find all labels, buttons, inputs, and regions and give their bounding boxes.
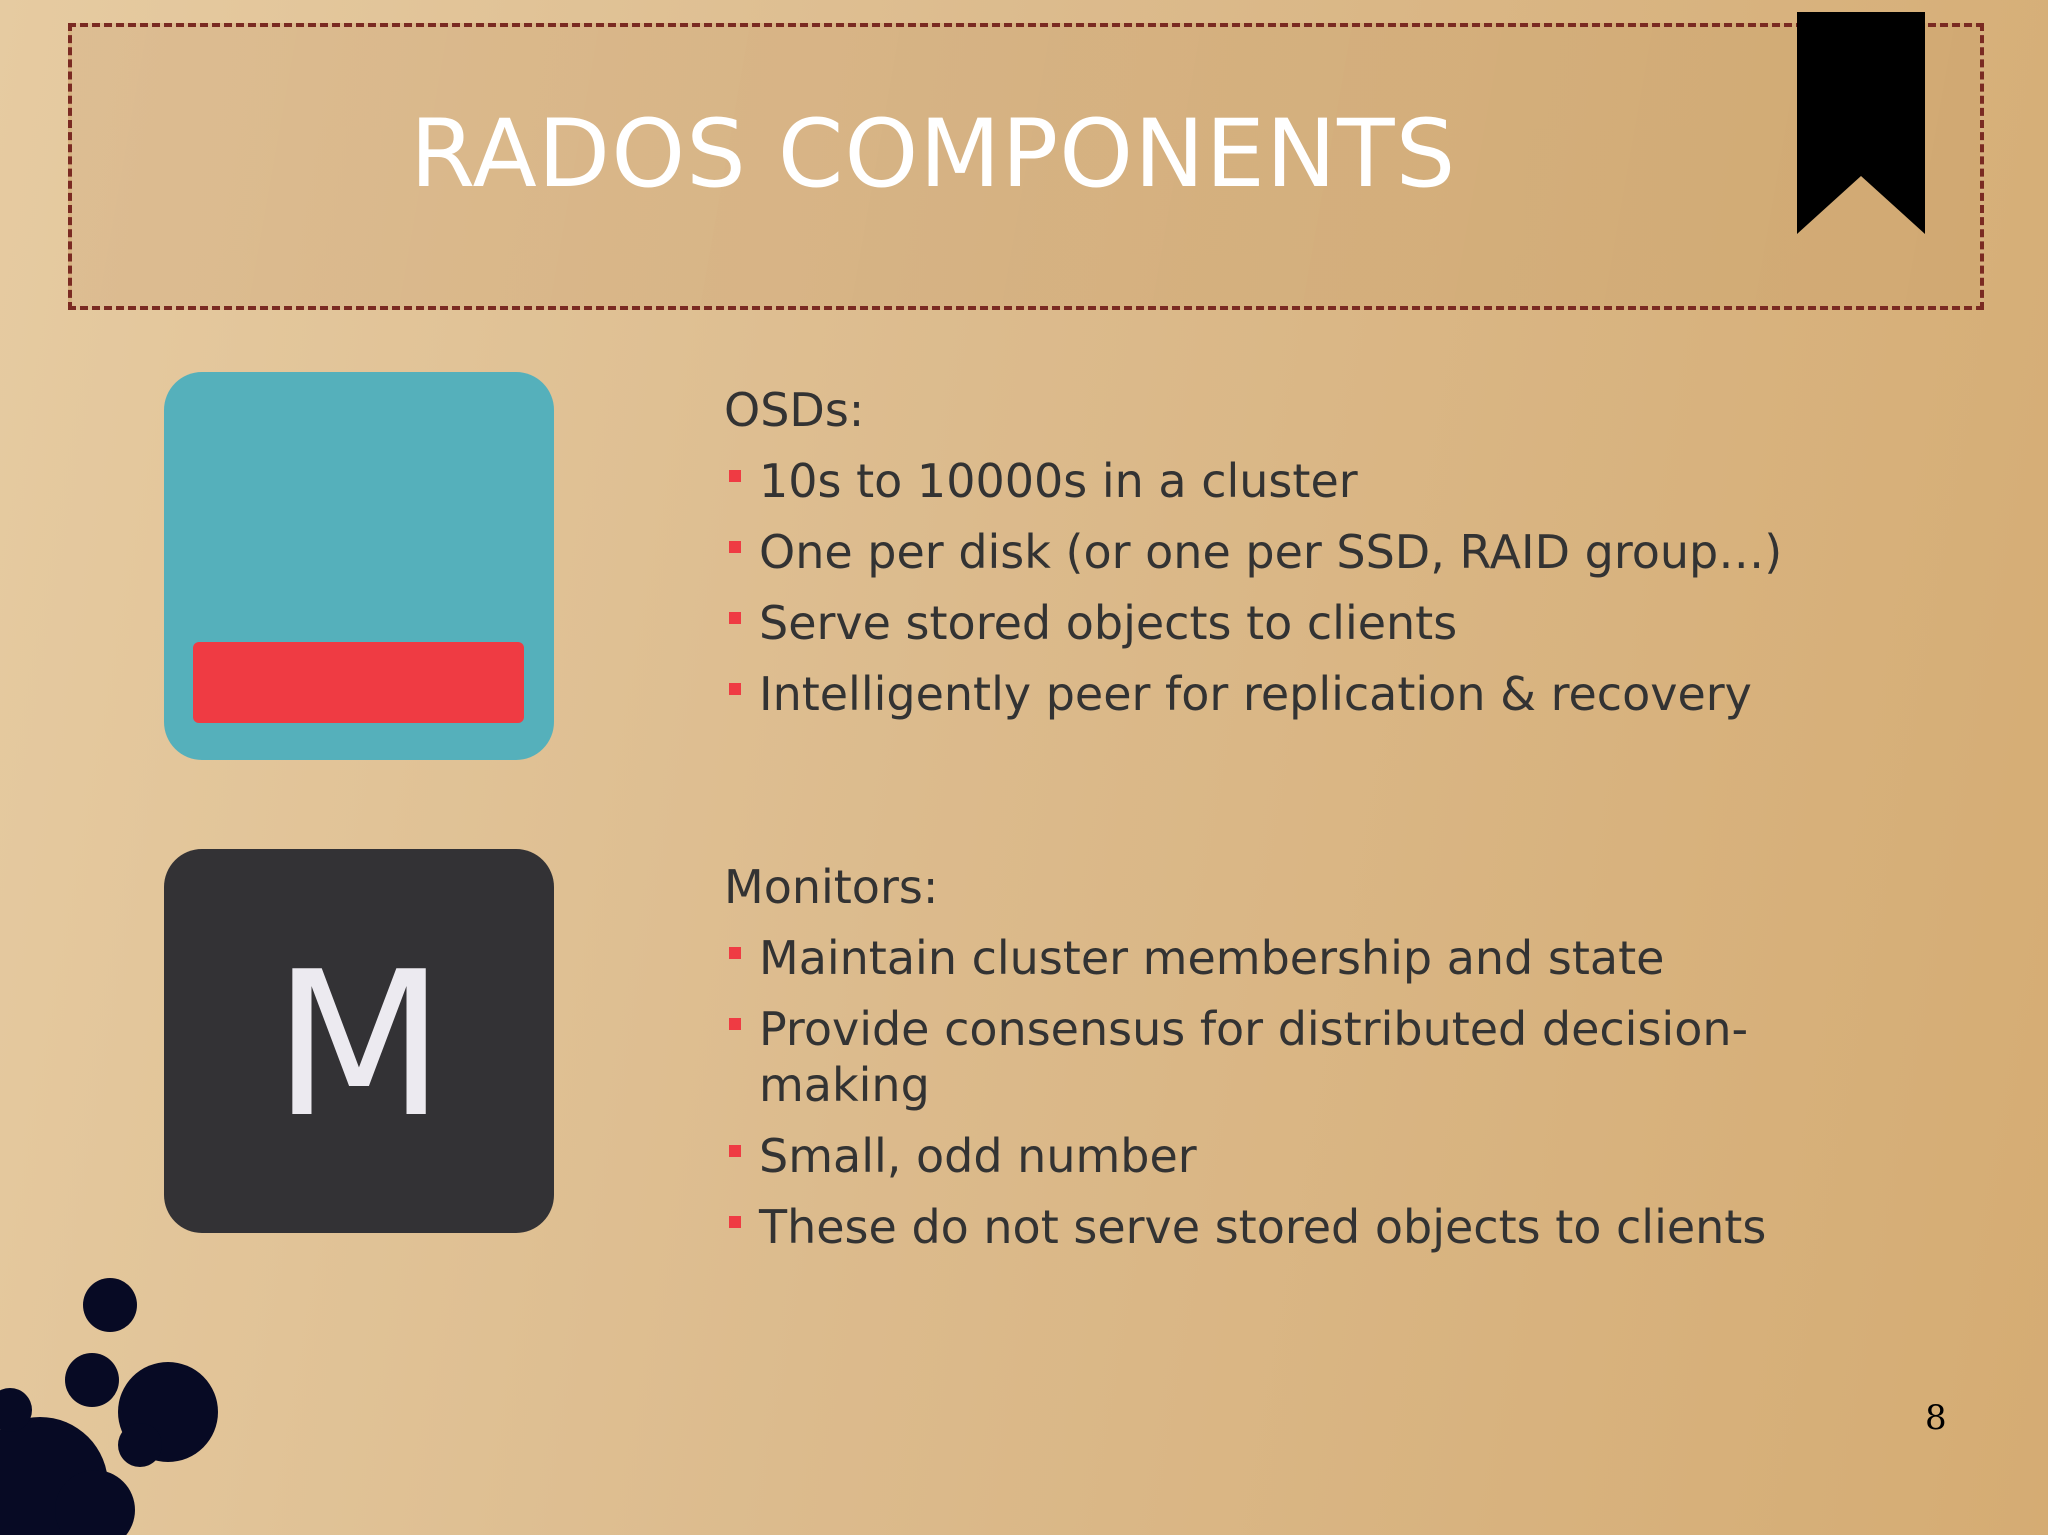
list-item: One per disk (or one per SSD, RAID group… — [724, 524, 1904, 580]
monitor-heading: Monitors: — [724, 860, 939, 914]
list-item: Intelligently peer for replication & rec… — [724, 666, 1904, 722]
osd-disk-bar — [193, 642, 524, 723]
list-item: These do not serve stored objects to cli… — [724, 1199, 1904, 1255]
osd-heading: OSDs: — [724, 383, 865, 437]
list-item: Serve stored objects to clients — [724, 595, 1904, 651]
bullet-square-icon — [729, 1145, 741, 1157]
osd-section: OSDs: 10s to 10000s in a cluster One per… — [724, 382, 1904, 737]
bullet-square-icon — [729, 683, 741, 695]
title-frame — [68, 23, 1984, 310]
list-item: Provide consensus for distributed decisi… — [724, 1001, 1904, 1113]
osd-bullet-list: 10s to 10000s in a cluster One per disk … — [724, 453, 1904, 722]
monitor-icon: M — [164, 849, 554, 1233]
bullet-square-icon — [729, 470, 741, 482]
bookmark-icon — [1797, 12, 1925, 234]
monitor-icon-letter: M — [272, 928, 446, 1162]
list-item: 10s to 10000s in a cluster — [724, 453, 1904, 509]
bullet-square-icon — [729, 612, 741, 624]
page-number: 8 — [1925, 1398, 1947, 1438]
ink-splatter — [0, 1278, 218, 1535]
monitor-bullet-list: Maintain cluster membership and state Pr… — [724, 930, 1904, 1255]
bullet-square-icon — [729, 947, 741, 959]
list-item: Small, odd number — [724, 1128, 1904, 1184]
bullet-square-icon — [729, 1216, 741, 1228]
slide-title: RADOS COMPONENTS — [410, 100, 1457, 209]
osd-disk-icon — [164, 372, 554, 760]
list-item: Maintain cluster membership and state — [724, 930, 1904, 986]
monitor-section: Monitors: Maintain cluster membership an… — [724, 859, 1904, 1270]
bullet-square-icon — [729, 1018, 741, 1030]
bullet-square-icon — [729, 541, 741, 553]
